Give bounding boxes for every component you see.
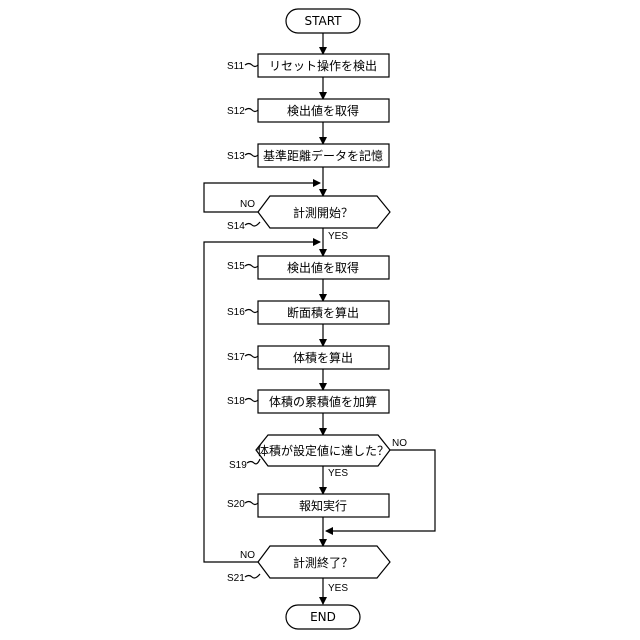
leader-s15 — [245, 265, 258, 268]
leader-s16 — [245, 310, 258, 313]
step-s12-text: 検出値を取得 — [287, 103, 359, 118]
step-s17: 体積を算出 — [258, 346, 389, 369]
start-terminal: START — [286, 9, 360, 33]
step-s17-text: 体積を算出 — [293, 350, 353, 365]
end-terminal: END — [286, 605, 360, 629]
step-s11-label: S11 — [227, 61, 244, 72]
step-s17-label: S17 — [227, 352, 245, 363]
leader-s21 — [245, 574, 260, 578]
step-s16-label: S16 — [227, 307, 245, 318]
leader-s18 — [245, 399, 258, 402]
step-s15-text: 検出値を取得 — [287, 260, 359, 275]
step-s18: 体積の累積値を加算 — [258, 390, 389, 413]
decision-s19-label: S19 — [229, 460, 247, 471]
step-s18-text: 体積の累積値を加算 — [269, 394, 377, 409]
s21-yes-label: YES — [328, 583, 348, 594]
s14-no-label: NO — [240, 199, 255, 210]
step-s12: 検出値を取得 — [258, 99, 389, 122]
leader-s12 — [245, 109, 258, 112]
decision-s19: 体積が設定値に達した？ — [256, 435, 390, 466]
step-s13: 基準距離データを記憶 — [258, 144, 389, 167]
s19-yes-label: YES — [328, 468, 348, 479]
leader-s11 — [245, 64, 258, 67]
decision-s21-label: S21 — [227, 573, 245, 584]
step-s11: リセット操作を検出 — [258, 54, 389, 77]
decision-s14-text: 計測開始？ — [293, 205, 353, 220]
step-s18-label: S18 — [227, 396, 245, 407]
step-s20-label: S20 — [227, 499, 245, 510]
leader-s17 — [245, 355, 258, 358]
step-s13-label: S13 — [227, 151, 245, 162]
step-s16-text: 断面積を算出 — [287, 305, 359, 320]
start-label: START — [304, 14, 342, 28]
s19-no-label: NO — [392, 438, 407, 449]
s14-yes-label: YES — [328, 231, 348, 242]
decision-s21-text: 計測終了？ — [293, 555, 353, 570]
decision-s19-text: 体積が設定値に達した？ — [257, 443, 389, 458]
step-s12-label: S12 — [227, 106, 245, 117]
leader-s14 — [245, 222, 260, 226]
decision-s21: 計測終了？ — [258, 546, 390, 578]
step-s16: 断面積を算出 — [258, 301, 389, 324]
step-s20-text: 報知実行 — [299, 498, 347, 513]
decision-s14-label: S14 — [227, 221, 245, 232]
s21-no-label: NO — [240, 550, 255, 561]
step-s20: 報知実行 — [258, 494, 389, 517]
step-s11-text: リセット操作を検出 — [269, 58, 377, 73]
leader-s19 — [247, 459, 260, 464]
leader-s20 — [245, 502, 258, 505]
leader-s13 — [245, 154, 258, 157]
end-label: END — [310, 610, 336, 624]
step-s13-text: 基準距離データを記憶 — [263, 148, 383, 163]
step-s15: 検出値を取得 — [258, 256, 389, 279]
step-s15-label: S15 — [227, 261, 245, 272]
decision-s14: 計測開始？ — [258, 196, 390, 228]
